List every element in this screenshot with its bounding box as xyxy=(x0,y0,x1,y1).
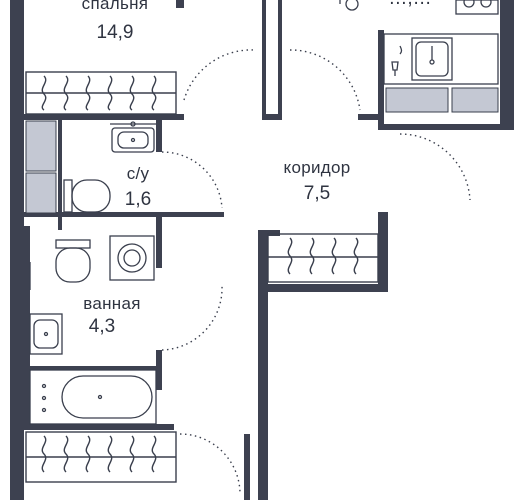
bedroom-label: спальня xyxy=(81,0,149,13)
stove-icon xyxy=(455,0,499,15)
bath-divider xyxy=(24,226,30,426)
wc-door-arc xyxy=(161,151,223,209)
right-outer-wall xyxy=(500,0,514,128)
door-swings xyxy=(161,49,471,495)
kitchen-bottom-wall-right xyxy=(384,124,514,130)
wardrobe-right-wall xyxy=(378,212,388,292)
bathroom-area: 4,3 xyxy=(88,316,116,337)
fixtures xyxy=(29,0,499,425)
bath-door-arc xyxy=(161,285,223,351)
kitchen-door-arc xyxy=(289,49,361,111)
wc-label: с/у xyxy=(126,164,150,183)
wardrobe-top-wall xyxy=(258,230,280,236)
bottom-door-arc xyxy=(179,433,241,495)
wardrobe-left-wall xyxy=(258,232,268,500)
bath-right-wall-upper xyxy=(156,212,162,268)
bathtub-icon xyxy=(29,369,157,425)
bath-sink-icon xyxy=(29,313,63,355)
corridor-label: коридор xyxy=(283,158,351,177)
wc-left-wall xyxy=(58,120,62,230)
wc-cabinet-upper xyxy=(25,120,57,172)
bath-toilet-icon xyxy=(55,239,91,283)
toilet-icon xyxy=(63,179,111,213)
wardrobe-corridor xyxy=(267,233,379,283)
partition-pillar-left xyxy=(262,0,266,120)
left-outer-wall xyxy=(10,0,24,500)
cabinets xyxy=(25,87,499,214)
corridor-area: 7,5 xyxy=(303,183,331,204)
bottom-partition xyxy=(244,434,250,500)
wardrobe-top xyxy=(25,71,177,115)
washing-machine-icon xyxy=(109,235,155,281)
wc-bottom-wall xyxy=(24,212,224,217)
wardrobe-bottom xyxy=(25,431,177,483)
kitchen-left-wall xyxy=(378,30,384,130)
bedroom-right-wall xyxy=(176,0,184,8)
bath-inner-bottom xyxy=(24,366,160,370)
wc-right-wall xyxy=(156,120,162,152)
corridor-door-arc xyxy=(399,133,471,201)
bedroom-area: 14,9 xyxy=(96,22,134,43)
wardrobe-bottom-wall xyxy=(268,284,388,292)
wc-sink-icon xyxy=(110,121,156,153)
kitchen-glasses-icon xyxy=(391,45,403,76)
walls xyxy=(10,0,514,500)
partition-pillar-bottom xyxy=(262,114,282,120)
wc-area: 1,6 xyxy=(124,189,152,210)
bedroom-door-arc xyxy=(183,49,255,101)
kitchen-sink-icon xyxy=(411,37,453,81)
partition-pillar-right xyxy=(278,0,282,120)
bathroom-label: ванная xyxy=(83,294,141,313)
bedroom-bottom-wall xyxy=(24,114,184,120)
wc-cabinet-lower xyxy=(25,172,57,214)
kitchen-cabinet-right xyxy=(451,87,499,113)
bath-bottom-wall xyxy=(24,424,174,430)
kitchen-cabinet-left xyxy=(385,87,449,113)
kitchen-area: …,… xyxy=(388,0,431,10)
